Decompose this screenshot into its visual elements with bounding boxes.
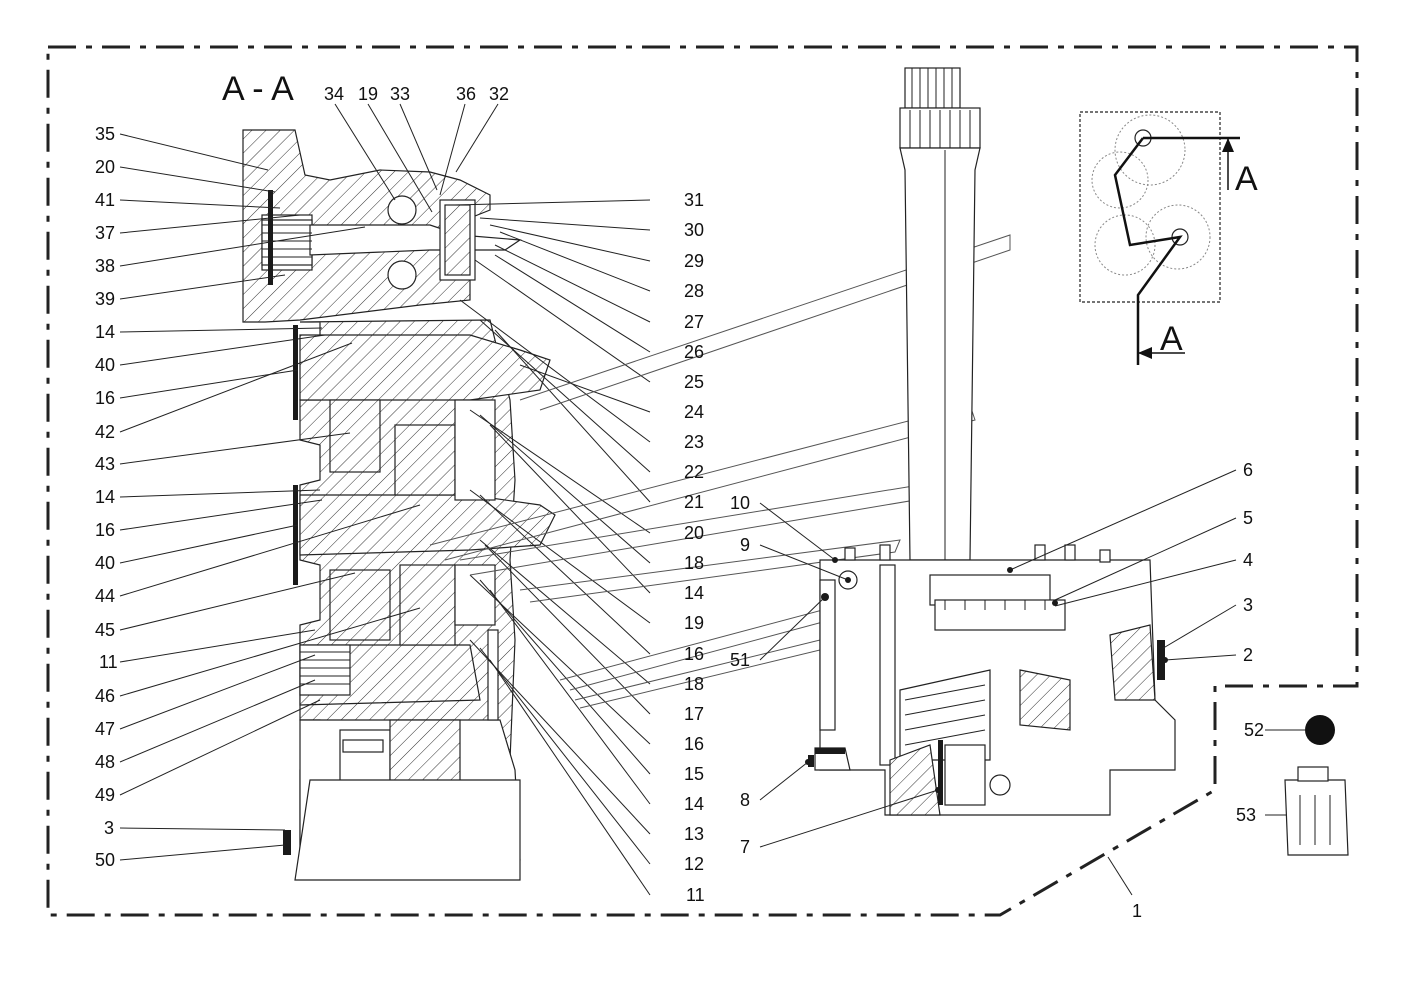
callout-5: 5 — [1243, 508, 1253, 528]
callout-21: 21 — [684, 492, 704, 512]
middle-leaders — [454, 199, 651, 896]
callouts-left: 35 20 41 37 38 39 14 40 16 42 43 14 16 4… — [95, 124, 118, 870]
callout-29: 29 — [684, 251, 704, 271]
callout-16b: 16 — [95, 520, 115, 540]
callout-24: 24 — [684, 402, 704, 422]
callout-22: 22 — [684, 462, 704, 482]
callout-44: 44 — [95, 586, 115, 606]
callout-45: 45 — [95, 620, 115, 640]
callout-11: 11 — [99, 652, 118, 672]
callout-49: 49 — [95, 785, 115, 805]
callout-38: 38 — [95, 256, 115, 276]
callout-1: 1 — [1132, 901, 1142, 921]
callout-27: 27 — [684, 312, 704, 332]
callout-3b: 3 — [1243, 595, 1253, 615]
callout-34: 34 — [324, 84, 344, 104]
callout-20b: 20 — [684, 523, 704, 543]
right-leaders — [759, 469, 1305, 896]
callout-31: 31 — [684, 190, 704, 210]
callout-39: 39 — [95, 289, 115, 309]
section-title: A - A — [222, 70, 294, 108]
callout-25: 25 — [684, 372, 704, 392]
assembly-boundary — [46, 45, 1359, 917]
callout-18: 18 — [684, 553, 704, 573]
callout-8: 8 — [740, 790, 750, 810]
callout-14b: 14 — [95, 487, 115, 507]
callout-14: 14 — [95, 322, 115, 342]
callouts-top: 34 19 33 36 32 — [324, 84, 509, 104]
callout-20: 20 — [95, 157, 115, 177]
callout-14d: 14 — [684, 794, 704, 814]
callout-16d: 16 — [684, 734, 704, 754]
section-view-drawing — [242, 129, 556, 881]
callout-6: 6 — [1243, 460, 1253, 480]
callout-16c: 16 — [684, 644, 704, 664]
callout-2: 2 — [1243, 645, 1253, 665]
left-leaders — [119, 133, 421, 861]
callout-42: 42 — [95, 422, 115, 442]
callout-18b: 18 — [684, 674, 704, 694]
callout-11b: 11 — [686, 885, 705, 905]
callout-52: 52 — [1244, 720, 1264, 740]
section-locator-view: A A — [1079, 111, 1258, 365]
callout-4: 4 — [1243, 550, 1253, 570]
callout-26: 26 — [684, 342, 704, 362]
callout-10: 10 — [730, 493, 750, 513]
callout-43: 43 — [95, 454, 115, 474]
callout-19b: 19 — [684, 613, 704, 633]
callout-41: 41 — [95, 190, 115, 210]
callout-50: 50 — [95, 850, 115, 870]
item-52-symbol — [1305, 715, 1335, 745]
callout-30: 30 — [684, 220, 704, 240]
callout-35: 35 — [95, 124, 115, 144]
callout-12: 12 — [684, 854, 704, 874]
callout-37: 37 — [95, 223, 115, 243]
callout-48: 48 — [95, 752, 115, 772]
callouts-middle: 31 30 29 28 27 26 25 24 23 22 21 20 18 1… — [684, 190, 705, 905]
callout-17: 17 — [684, 704, 704, 724]
callout-15: 15 — [684, 764, 704, 784]
callout-28: 28 — [684, 281, 704, 301]
callout-13: 13 — [684, 824, 704, 844]
callout-33: 33 — [390, 84, 410, 104]
callout-40: 40 — [95, 355, 115, 375]
callout-36: 36 — [456, 84, 476, 104]
item-53-canister — [1284, 766, 1349, 856]
callout-51: 51 — [730, 650, 750, 670]
callout-47: 47 — [95, 719, 115, 739]
callout-9: 9 — [740, 535, 750, 555]
top-leaders — [334, 103, 499, 213]
callout-46: 46 — [95, 686, 115, 706]
callout-23: 23 — [684, 432, 704, 452]
callout-19: 19 — [358, 84, 378, 104]
section-marker-upper: A — [1235, 160, 1258, 198]
callout-3: 3 — [104, 818, 114, 838]
callout-32: 32 — [489, 84, 509, 104]
section-marker-lower: A — [1160, 320, 1183, 358]
callout-14c: 14 — [684, 583, 704, 603]
external-view-drawing — [808, 67, 1176, 816]
callout-40b: 40 — [95, 553, 115, 573]
callouts-right-view: 10 9 51 8 7 6 5 4 3 2 52 53 1 — [730, 460, 1264, 921]
callout-16: 16 — [95, 388, 115, 408]
callout-7: 7 — [740, 837, 750, 857]
callout-53: 53 — [1236, 805, 1256, 825]
